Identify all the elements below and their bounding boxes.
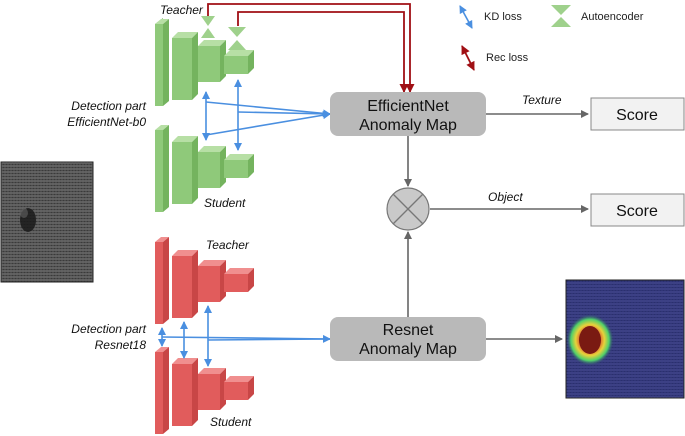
label-detection-resnet-1: Detection part bbox=[71, 322, 146, 336]
effnet-map-subtitle: Anomaly Map bbox=[359, 117, 457, 134]
kd-loss-arrows-effnet bbox=[202, 79, 331, 151]
effnet-teacher-blocks bbox=[155, 18, 254, 106]
hourglass-icon bbox=[551, 5, 571, 27]
legend-rec-loss: Rec loss bbox=[486, 52, 529, 64]
resnet-student-blocks bbox=[155, 347, 254, 434]
resnet-teacher-blocks bbox=[155, 237, 254, 324]
input-image bbox=[0, 161, 94, 283]
score-box-object: Score bbox=[590, 193, 685, 227]
label-detection-effnet-2: EfficientNet-b0 bbox=[67, 115, 146, 129]
label-object: Object bbox=[488, 190, 523, 204]
label-detection-resnet-2: Resnet18 bbox=[95, 338, 147, 352]
rec-loss-arrows bbox=[207, 3, 415, 93]
anomaly-heatmap-image bbox=[565, 279, 685, 399]
label-teacher-top: Teacher bbox=[160, 3, 204, 17]
label-teacher-bottom: Teacher bbox=[206, 238, 250, 252]
multiply-circle-icon bbox=[386, 187, 430, 231]
label-texture: Texture bbox=[522, 93, 562, 107]
kd-loss-legend-arrow bbox=[459, 5, 473, 29]
resnet-map-title: Resnet bbox=[383, 322, 434, 339]
effnet-anomaly-map-box: EfficientNet Anomaly Map bbox=[330, 92, 486, 136]
hourglass-icon bbox=[228, 27, 246, 50]
score-label-top: Score bbox=[616, 107, 658, 124]
label-student-top: Student bbox=[204, 196, 246, 210]
kd-loss-arrows-resnet bbox=[158, 305, 331, 367]
score-label-bottom: Score bbox=[616, 203, 658, 220]
rec-loss-legend-arrow bbox=[461, 45, 475, 71]
effnet-map-title: EfficientNet bbox=[367, 98, 449, 115]
legend-kd-loss: KD loss bbox=[484, 11, 522, 23]
effnet-student-blocks bbox=[155, 125, 254, 212]
legend-autoencoder: Autoencoder bbox=[581, 11, 644, 23]
label-student-bottom: Student bbox=[210, 415, 252, 429]
label-detection-effnet-1: Detection part bbox=[71, 99, 146, 113]
resnet-map-subtitle: Anomaly Map bbox=[359, 341, 457, 358]
legend: KD loss Rec loss Autoencoder bbox=[459, 5, 644, 71]
resnet-anomaly-map-box: Resnet Anomaly Map bbox=[330, 317, 486, 361]
hourglass-icon bbox=[201, 16, 215, 38]
score-box-texture: Score bbox=[590, 97, 685, 131]
flow-arrows bbox=[404, 110, 589, 343]
